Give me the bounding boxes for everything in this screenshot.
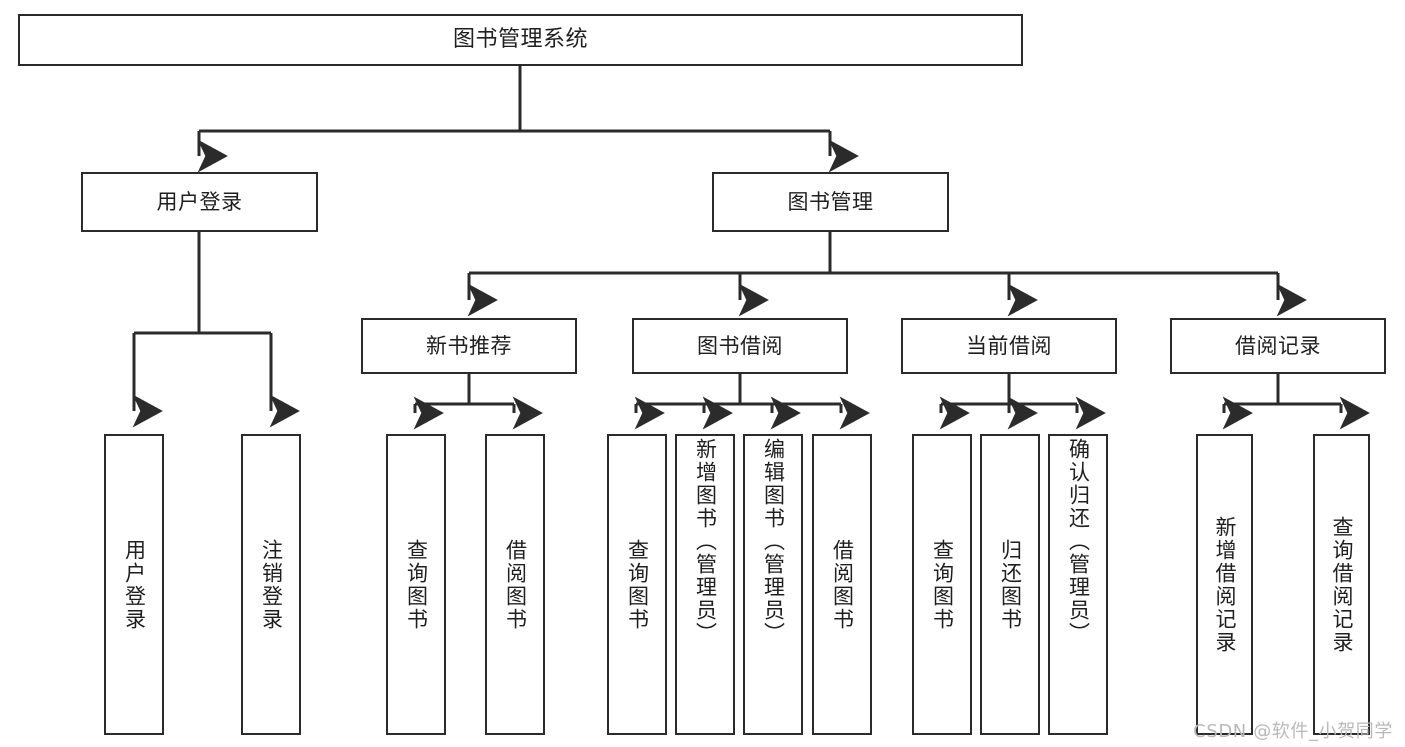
node-label: 查询图书 [625, 538, 650, 631]
node-root-system[interactable]: 图书管理系统 [18, 14, 1023, 66]
leaf-logout[interactable]: 注销登录 [241, 434, 301, 735]
leaf-borrow-book[interactable]: 借阅图书 [812, 434, 872, 735]
node-label: 确认归还（管理员） [1066, 438, 1091, 645]
node-label: 图书管理 [787, 189, 874, 214]
node-label: 归还图书 [998, 538, 1023, 631]
node-current-borrow[interactable]: 当前借阅 [901, 318, 1117, 374]
leaf-confirm-return-admin[interactable]: 确认归还（管理员） [1048, 434, 1108, 735]
leaf-query-book-borrow[interactable]: 查询图书 [607, 434, 667, 735]
csdn-watermark: CSDN @软件_小贺同学 [1193, 721, 1393, 742]
node-label: 编辑图书（管理员） [761, 438, 786, 645]
node-label: 查询图书 [930, 538, 955, 631]
node-label: 用户登录 [122, 538, 147, 631]
node-label: 新增借阅记录 [1213, 515, 1237, 654]
leaf-borrow-book-recommend[interactable]: 借阅图书 [485, 434, 545, 735]
leaf-add-borrow-record[interactable]: 新增借阅记录 [1196, 434, 1253, 735]
node-user-login[interactable]: 用户登录 [81, 172, 318, 232]
leaf-return-book[interactable]: 归还图书 [980, 434, 1040, 735]
node-borrow-record[interactable]: 借阅记录 [1170, 318, 1386, 374]
node-new-book-recommend[interactable]: 新书推荐 [361, 318, 577, 374]
node-label: 新书推荐 [426, 333, 512, 358]
node-label: 图书管理系统 [452, 27, 588, 53]
node-label: 当前借阅 [966, 333, 1052, 358]
leaf-edit-book-admin[interactable]: 编辑图书（管理员） [743, 434, 803, 735]
node-label: 查询图书 [404, 538, 429, 631]
node-book-management[interactable]: 图书管理 [712, 172, 949, 232]
leaf-query-book-recommend[interactable]: 查询图书 [386, 434, 446, 735]
node-label: 借阅图书 [830, 538, 855, 631]
node-label: 新增图书（管理员） [693, 438, 718, 645]
leaf-add-book-admin[interactable]: 新增图书（管理员） [675, 434, 735, 735]
node-label: 查询借阅记录 [1330, 515, 1354, 654]
node-label: 用户登录 [156, 189, 243, 214]
leaf-query-book-current[interactable]: 查询图书 [912, 434, 972, 735]
leaf-user-login[interactable]: 用户登录 [104, 434, 164, 735]
node-label: 图书借阅 [697, 333, 783, 358]
node-book-borrow[interactable]: 图书借阅 [632, 318, 848, 374]
node-label: 注销登录 [259, 538, 284, 631]
node-label: 借阅记录 [1235, 333, 1321, 358]
node-label: 借阅图书 [503, 538, 528, 631]
leaf-query-borrow-record[interactable]: 查询借阅记录 [1313, 434, 1370, 735]
